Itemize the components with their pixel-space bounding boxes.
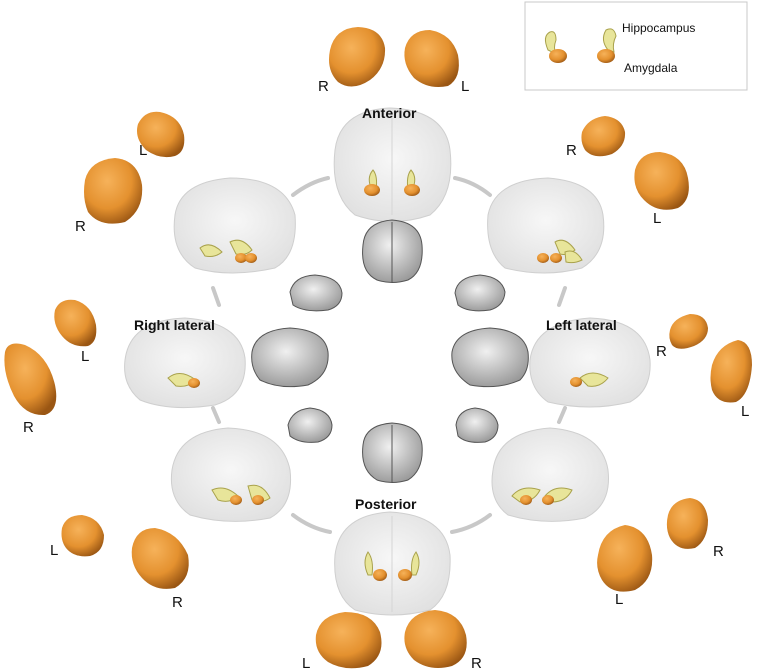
amygdala-ll-right xyxy=(131,528,189,589)
view-title-left-lateral: Left lateral xyxy=(546,317,617,333)
amygdala-ur-left xyxy=(634,152,689,210)
amygdala-ul-right xyxy=(84,158,143,224)
posterior-hippocampus-right xyxy=(364,551,373,576)
posterior-amygdala-left xyxy=(398,569,412,581)
ul-amygdala-1 xyxy=(235,253,247,263)
lll-amygdala-2 xyxy=(252,495,264,505)
lll-amygdala-1 xyxy=(230,495,242,505)
legend: Hippocampus Amygdala xyxy=(524,1,748,91)
ring-arc-post-right xyxy=(450,513,492,534)
amygdala-ur-right xyxy=(581,116,626,157)
label-ml-l: L xyxy=(81,348,89,365)
amygdala-top-left xyxy=(404,30,459,87)
grey-brain-lower-left xyxy=(287,407,333,443)
amygdala-bottom-right xyxy=(404,610,467,668)
label-bot-r: R xyxy=(471,655,482,672)
label-lr-r: R xyxy=(713,543,724,560)
amygdala-lr-right xyxy=(666,498,708,549)
grey-brain-anterior xyxy=(362,219,423,283)
ring-arc-left-bottom xyxy=(557,406,567,424)
llr-amygdala-2 xyxy=(542,495,554,505)
glass-brain-upper-left xyxy=(173,177,296,274)
ur-hippocampus-2 xyxy=(564,250,583,264)
label-mr-r: R xyxy=(656,343,667,360)
view-ring xyxy=(211,176,567,534)
legend-box xyxy=(524,1,748,91)
amygdala-lr-left xyxy=(597,525,653,592)
grey-brain-upper-right xyxy=(454,274,506,312)
label-ll-l: L xyxy=(50,542,58,559)
anterior-amygdala-left xyxy=(404,184,420,196)
amygdala-ul-left xyxy=(137,111,185,158)
posterior-amygdala-right xyxy=(373,569,387,581)
glass-brain-left-lateral xyxy=(529,317,651,408)
amygdala-mr-left xyxy=(710,340,752,403)
glass-brain-posterior xyxy=(334,511,451,616)
ll-amygdala xyxy=(570,377,582,387)
grey-brain-upper-left xyxy=(289,274,343,312)
ring-arc-left-top xyxy=(557,286,567,307)
label-ur-r: R xyxy=(566,142,577,159)
legend-structure-right xyxy=(597,28,617,63)
glass-brain-lower-left xyxy=(170,427,292,522)
label-ml-r: R xyxy=(23,419,34,436)
ul-amygdala-2 xyxy=(245,253,257,263)
ring-arc-ant-right xyxy=(453,176,492,197)
glass-brain-right-lateral xyxy=(124,317,246,409)
legend-hippocampus: Hippocampus xyxy=(622,21,695,35)
label-top-l: L xyxy=(461,78,469,95)
ul-hippocampus-1 xyxy=(199,244,223,257)
view-title-right-lateral: Right lateral xyxy=(134,317,215,333)
view-title-posterior: Posterior xyxy=(355,496,417,512)
llr-amygdala-1 xyxy=(520,495,532,505)
view-title-anterior: Anterior xyxy=(362,105,417,121)
label-mr-l: L xyxy=(741,403,749,420)
amygdala-top-right xyxy=(329,27,386,87)
ur-amygdala-1 xyxy=(537,253,549,263)
label-top-r: R xyxy=(318,78,329,95)
ring-arc-right-bottom xyxy=(211,406,221,424)
amygdala-ll-left xyxy=(61,515,104,557)
ring-arc-right-top xyxy=(211,286,221,307)
label-ul-r: R xyxy=(75,218,86,235)
ll-hippocampus xyxy=(579,372,609,387)
grey-brain-lower-right xyxy=(455,407,499,443)
anterior-amygdala-right xyxy=(364,184,380,196)
grey-brain-right-lateral xyxy=(251,327,329,388)
amygdala-ml-left xyxy=(54,299,97,347)
label-ll-r: R xyxy=(172,594,183,611)
legend-structure-left xyxy=(544,31,567,63)
label-bot-l: L xyxy=(302,655,310,672)
legend-amygdala: Amygdala xyxy=(624,61,678,75)
amygdala-ml-right xyxy=(4,343,57,416)
grey-brain-posterior xyxy=(362,422,423,483)
ring-arc-ant-left xyxy=(291,176,330,197)
glass-brain-upper-right xyxy=(487,177,605,274)
amygdala-bottom-left xyxy=(315,612,382,669)
posterior-hippocampus-left xyxy=(411,551,420,576)
label-ul-l: L xyxy=(139,142,147,159)
label-lr-l: L xyxy=(615,591,623,608)
grey-brain-left-lateral xyxy=(451,327,529,388)
ring-arc-post-left xyxy=(291,513,332,534)
rl-amygdala xyxy=(188,378,200,388)
glass-brain-lower-right xyxy=(491,427,610,522)
ur-amygdala-2 xyxy=(550,253,562,263)
amygdala-mr-right xyxy=(669,314,708,349)
glass-brain-anterior xyxy=(333,107,452,222)
label-ur-l: L xyxy=(653,210,661,227)
